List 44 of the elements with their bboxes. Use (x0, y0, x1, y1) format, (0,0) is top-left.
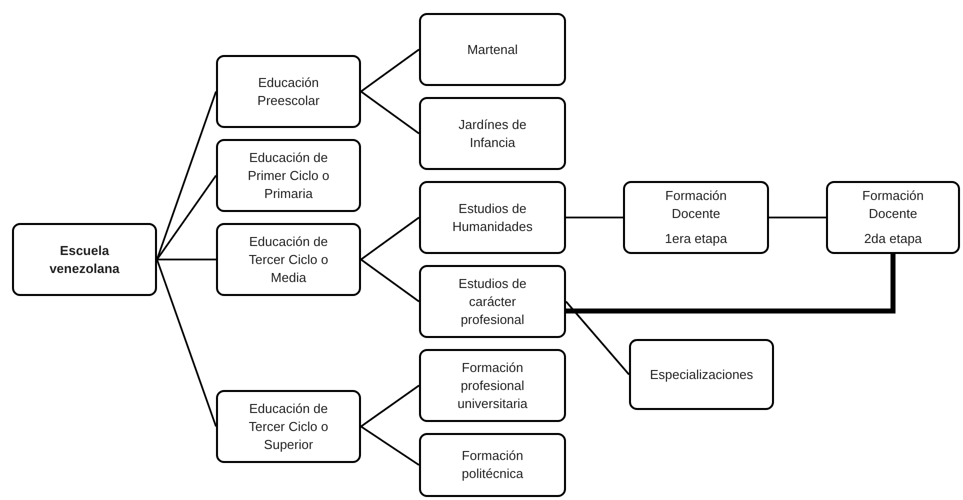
connector-line (566, 254, 896, 314)
node-text: Educación de Tercer Ciclo o Media (248, 232, 330, 286)
node-box (216, 139, 361, 212)
node-text: 1era etapa (664, 230, 728, 248)
connector-line (360, 426, 420, 466)
node-box (419, 433, 566, 497)
connector-line (566, 216, 623, 218)
node-box (419, 97, 566, 170)
node-box (826, 181, 960, 254)
node-box (419, 349, 566, 422)
node-text: Formación Docente (664, 187, 728, 223)
node-text: 2da etapa (864, 230, 922, 248)
node-text: Escuela venezolana (48, 242, 121, 278)
node-box (623, 181, 769, 254)
connector-line (360, 48, 420, 92)
node-text: Formación Docente (861, 187, 925, 223)
node-box (419, 265, 566, 338)
node-text: Estudios de carácter profesional (458, 274, 528, 328)
connector-line (156, 259, 217, 427)
node-text: Educación de Primer Ciclo o Primaria (246, 148, 330, 202)
node-box (216, 390, 361, 463)
node-text: Jardínes de Infancia (458, 116, 528, 152)
connector-line (157, 258, 216, 260)
node-text: Estudios de Humanidades (451, 200, 534, 236)
node-box (419, 181, 566, 254)
node-box (629, 339, 774, 410)
node-box (216, 223, 361, 296)
connector-line (156, 174, 217, 260)
connector-line (360, 216, 420, 260)
node-text: Martenal (467, 40, 518, 58)
connector-line (360, 384, 420, 428)
node-text: Formación politécnica (460, 447, 524, 483)
connector-line (769, 216, 826, 218)
node-box (419, 13, 566, 86)
node-text: Formación profesional universitaria (456, 358, 529, 412)
connector-line (360, 90, 420, 134)
node-box (12, 223, 157, 296)
node-box (216, 55, 361, 128)
node-text: Educación de Tercer Ciclo o Superior (248, 400, 330, 454)
connector-line (156, 91, 217, 260)
node-text: Educación Preescolar (256, 74, 321, 110)
connector-line (360, 258, 420, 302)
node-text: Especializaciones (650, 366, 754, 384)
connector-line (565, 300, 630, 376)
